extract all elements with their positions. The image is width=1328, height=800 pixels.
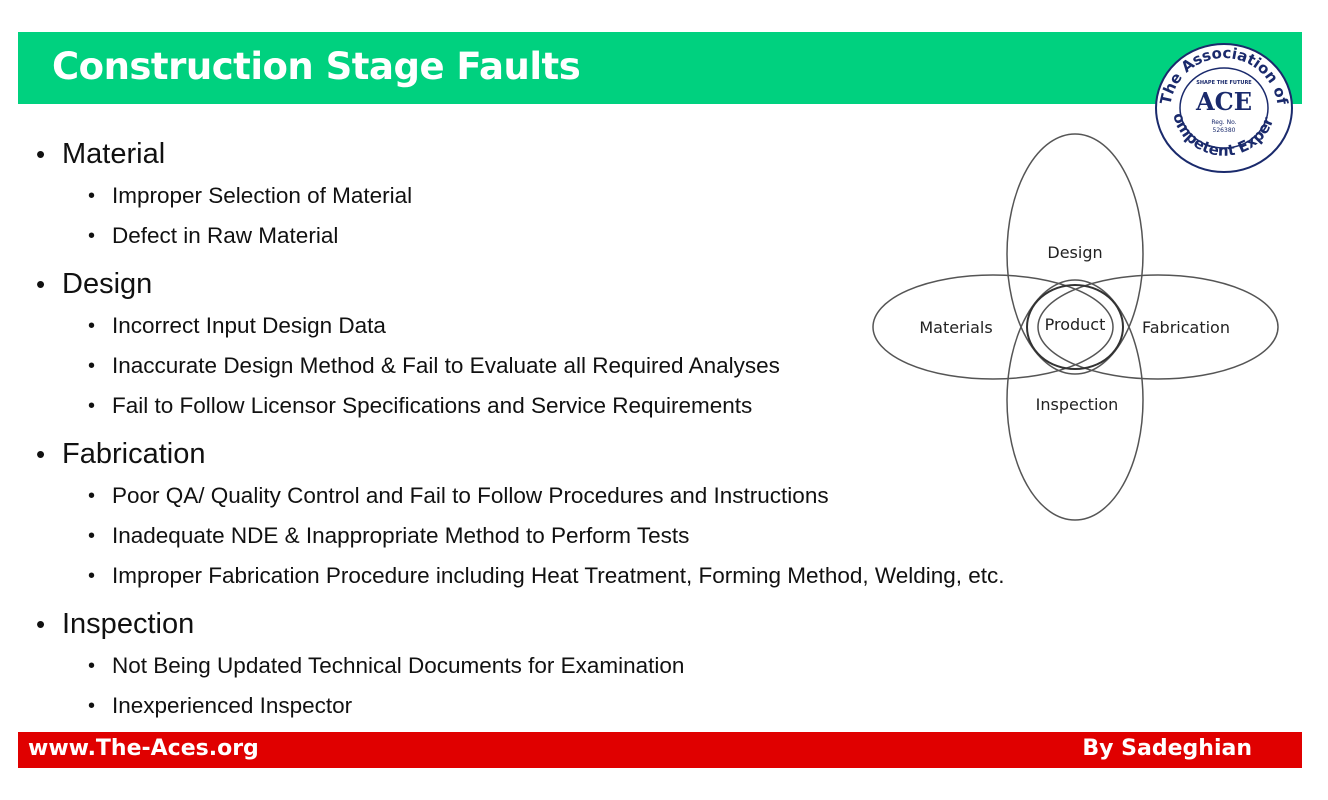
fault-list: • Material •Improper Selection of Materia… [36, 136, 1236, 726]
list-item: •Incorrect Input Design Data [36, 306, 1236, 346]
page-title: Construction Stage Faults [52, 45, 581, 88]
bullet-icon: • [88, 565, 96, 587]
venn-label-inspection: Inspection [1036, 395, 1119, 414]
section-title: Design [62, 268, 153, 300]
title-bar: Construction Stage Faults [18, 32, 1302, 104]
bullet-icon: • [88, 695, 96, 717]
footer-bar: www.The-Aces.org By Sadeghian [18, 732, 1302, 768]
venn-label-fabrication: Fabrication [1142, 318, 1230, 337]
bullet-icon: • [88, 395, 96, 417]
venn-ellipse-materials [872, 274, 1114, 380]
logo-motto: SHAPE THE FUTURE [1196, 80, 1252, 86]
section-inspection: • Inspection •Not Being Updated Technical… [36, 606, 1236, 726]
bullet-icon: • [88, 485, 96, 507]
venn-diagram: Design Materials Product Fabrication Ins… [872, 133, 1279, 521]
ace-logo: The Association of Competent Experts SHA… [1152, 40, 1293, 173]
bullet-icon: • [36, 139, 46, 169]
author-credit: By Sadeghian [1082, 736, 1252, 761]
bullet-icon: • [88, 355, 96, 377]
list-item: •Inexperienced Inspector [36, 686, 1236, 726]
venn-ellipse-inspection [1006, 279, 1144, 521]
bullet-icon: • [36, 609, 46, 639]
list-item: •Improper Selection of Material [36, 176, 1236, 216]
section-title: Inspection [62, 608, 195, 640]
bullet-icon: • [36, 439, 46, 469]
website-link[interactable]: www.The-Aces.org [28, 736, 259, 761]
section-title: Fabrication [62, 438, 206, 470]
list-item: •Not Being Updated Technical Documents f… [36, 646, 1236, 686]
bullet-icon: • [88, 315, 96, 337]
bullet-icon: • [88, 185, 96, 207]
venn-ellipse-product [1026, 284, 1124, 370]
list-item: •Improper Fabrication Procedure includin… [36, 556, 1236, 596]
list-item: •Fail to Follow Licensor Specifications … [36, 386, 1236, 426]
logo-reg-no: 526380 [1213, 127, 1236, 134]
bullet-icon: • [88, 655, 96, 677]
bullet-icon: • [88, 525, 96, 547]
logo-reg: Reg. No. [1211, 119, 1236, 126]
list-item: •Poor QA/ Quality Control and Fail to Fo… [36, 476, 1236, 516]
venn-label-design: Design [1047, 243, 1102, 262]
section-design: •Design •Incorrect Input Design Data •In… [36, 266, 1236, 426]
venn-ellipse-design [1006, 133, 1144, 375]
list-item: •Inadequate NDE & Inappropriate Method t… [36, 516, 1236, 556]
venn-ellipse-fabrication [1037, 274, 1279, 380]
section-material: • Material •Improper Selection of Materia… [36, 136, 1236, 256]
venn-label-product: Product [1045, 315, 1106, 334]
section-fabrication: • Fabrication •Poor QA/ Quality Control a… [36, 436, 1236, 596]
bullet-icon: • [88, 225, 96, 247]
venn-label-materials: Materials [919, 318, 992, 337]
bullet-icon: • [36, 269, 46, 299]
logo-mark: ACE [1195, 87, 1252, 116]
section-title: Material [62, 138, 166, 170]
list-item: •Defect in Raw Material [36, 216, 1236, 256]
list-item: •Inaccurate Design Method & Fail to Eval… [36, 346, 1236, 386]
